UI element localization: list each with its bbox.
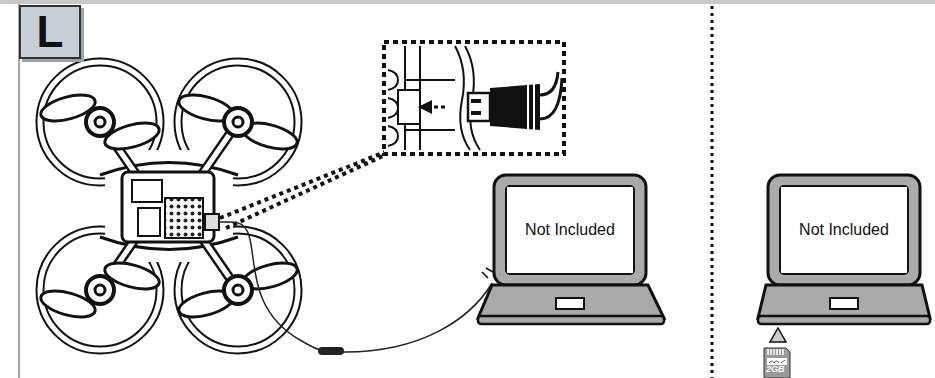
inset-usb-detail [384, 42, 564, 154]
insert-arrow [770, 328, 786, 342]
microsd-card [764, 348, 790, 378]
node-text: L [37, 7, 64, 57]
laptop [478, 175, 664, 324]
usb-cable [219, 222, 492, 353]
node-text: Not Included [525, 221, 615, 239]
cable-clip [318, 347, 344, 355]
node-text: Not Included [799, 221, 889, 239]
laptop [758, 175, 930, 324]
frame-edge [18, 4, 20, 378]
top-bar [0, 0, 935, 4]
laptop-screen: Not Included [507, 187, 633, 273]
panel-letter: L [19, 5, 81, 59]
divider [711, 6, 714, 378]
drone [38, 62, 300, 350]
zoom-leader [220, 152, 385, 228]
card-capacity: 2GB [766, 365, 785, 374]
laptop-screen: Not Included [781, 187, 907, 273]
